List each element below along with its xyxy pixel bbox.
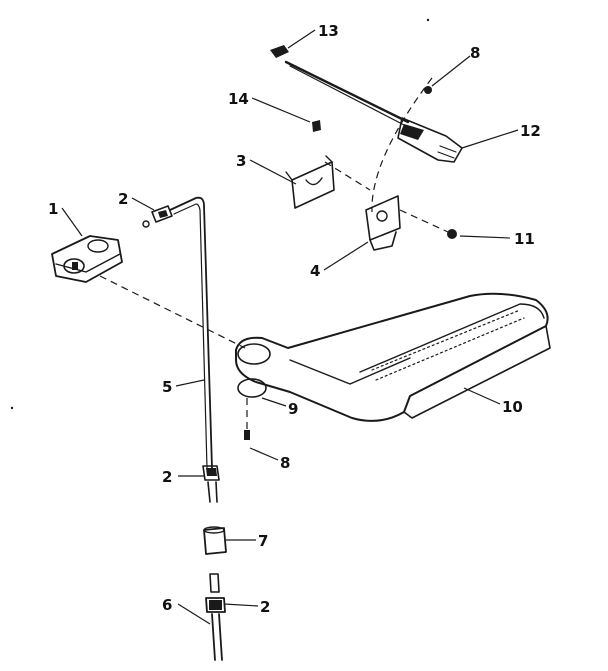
callout-9: 9 (288, 400, 298, 418)
fitting-part-2-bottom (205, 573, 226, 613)
bracket-part-4 (365, 195, 401, 251)
callout-2-top: 2 (118, 190, 128, 208)
fitting-part-2-middle (202, 465, 220, 503)
bracket-part-3 (285, 155, 335, 209)
screw-part-8-upper (424, 86, 432, 94)
callout-5: 5 (162, 378, 172, 396)
callout-numbers: 13 8 14 12 3 1 2 11 4 5 9 10 8 2 7 6 2 (48, 22, 541, 616)
callout-8-upper: 8 (470, 44, 480, 62)
print-specks (10, 18, 430, 410)
valve-block-part-1 (51, 235, 123, 283)
callout-8-lower: 8 (280, 454, 290, 472)
callout-4: 4 (310, 262, 320, 280)
gas-tube-part-5 (169, 196, 213, 469)
screw-part-14 (312, 120, 321, 132)
callout-1: 1 (48, 200, 58, 218)
screw-part-11 (447, 229, 457, 239)
callout-3: 3 (236, 152, 246, 170)
callout-7: 7 (258, 532, 268, 550)
callout-2-bottom: 2 (260, 598, 270, 616)
callout-6: 6 (162, 596, 172, 614)
electrode-rod-part-12 (284, 60, 463, 163)
fitting-part-2-top (142, 205, 173, 228)
alignment-lines (99, 77, 449, 432)
callout-13: 13 (318, 22, 339, 40)
burner-part-10 (235, 292, 551, 422)
screw-part-8-lower (244, 430, 250, 440)
lower-tube-part-6 (211, 613, 223, 661)
leader-lines (61, 29, 519, 625)
callout-2-middle: 2 (162, 468, 172, 486)
callout-12: 12 (520, 122, 541, 140)
screw-part-13 (270, 45, 289, 58)
callout-10: 10 (502, 398, 523, 416)
coupling-part-7 (203, 526, 227, 555)
callout-11: 11 (514, 230, 535, 248)
callout-14: 14 (228, 90, 249, 108)
orifice-part-9 (237, 378, 267, 398)
